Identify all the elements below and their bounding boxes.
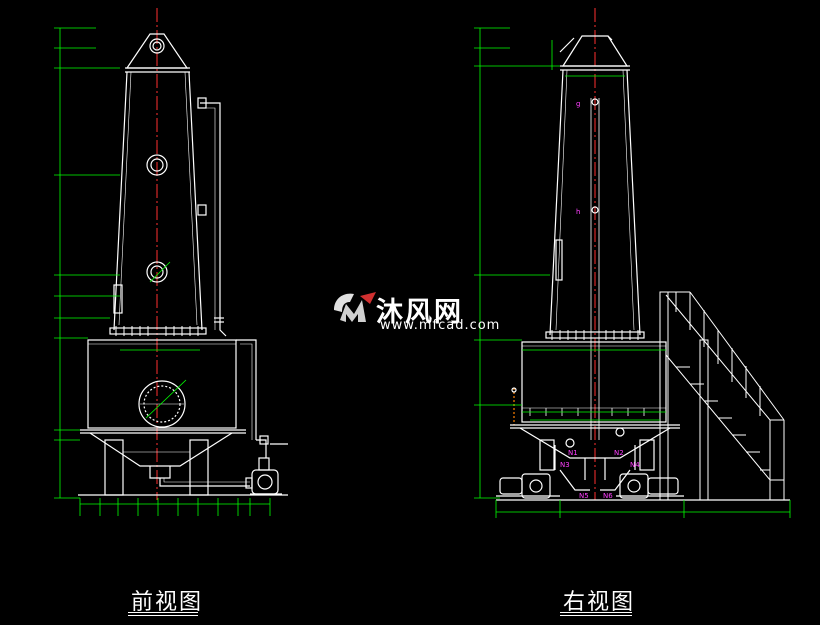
watermark-url: www.mfcad.com: [380, 318, 501, 333]
front-tank: [87, 339, 237, 429]
nozzle-label: N4: [630, 461, 640, 469]
front-manhole-upper: [146, 154, 168, 176]
nozzle-label: N6: [603, 492, 613, 500]
front-dimensions: [54, 27, 271, 516]
side-staircase: [659, 291, 785, 501]
side-view: [496, 8, 790, 501]
side-tank: [521, 341, 667, 423]
nozzle-label: N1: [568, 449, 578, 457]
front-pump: [245, 457, 282, 495]
side-view-title: 右视图: [563, 590, 636, 615]
marker-label: h: [576, 208, 580, 216]
nozzle-label: N5: [579, 492, 589, 500]
marker-label: g: [576, 100, 580, 108]
nozzle-label: N3: [560, 461, 570, 469]
side-tower-body: [549, 69, 641, 336]
front-hopper: [89, 432, 233, 467]
nozzle-label: N2: [614, 449, 624, 457]
side-pump-left: [496, 473, 560, 499]
front-view-title: 前视图: [131, 590, 204, 615]
side-nozzle-labels: N1 N2 N3 N4 N5 N6 g h: [560, 100, 640, 500]
side-pump-right: [616, 473, 684, 499]
front-view-title-underline: [128, 612, 198, 613]
front-side-pipe: [200, 102, 227, 337]
watermark-name: 沐风网: [376, 297, 463, 328]
mfcad-logo-icon: [334, 292, 376, 322]
side-dimensions: [474, 27, 791, 518]
front-tank-manhole: [138, 380, 186, 428]
front-view-title-underline: [128, 615, 198, 616]
front-view: [78, 8, 288, 500]
side-hopper: [519, 427, 671, 459]
side-view-title-underline: [560, 615, 632, 616]
front-tower-flange: [109, 327, 207, 335]
front-top-port: [149, 38, 165, 54]
front-tower-body: [113, 71, 203, 331]
side-view-title-underline: [560, 612, 632, 613]
front-manhole-lower: [146, 261, 168, 283]
